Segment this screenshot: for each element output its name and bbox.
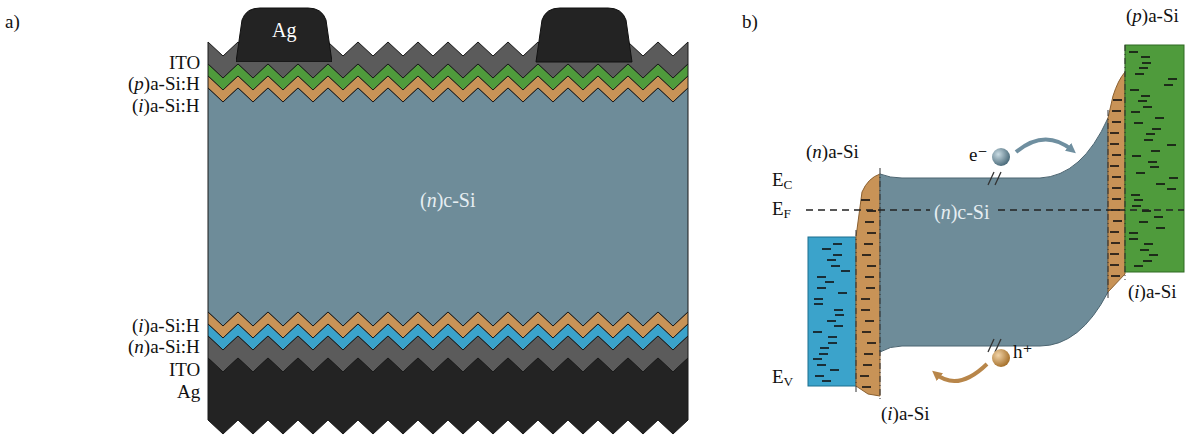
wafer-region: (n)c-Si (926, 199, 998, 226)
ag-contact (536, 8, 632, 62)
layer-label: Ag (177, 381, 200, 403)
layer-label: (p)a-Si (1126, 5, 1179, 27)
carrier-label: h⁺ (1013, 341, 1033, 363)
i-asi-left (856, 174, 880, 396)
node-label: Ag (272, 19, 296, 42)
layer-label: (n)a-Si:H (128, 336, 200, 358)
energy-level: EF (772, 198, 791, 222)
fermi-level (806, 209, 1184, 210)
i-asi-right (1108, 72, 1125, 292)
carrier-label: e⁻ (969, 144, 987, 166)
layer-label: (i)a-Si:H (132, 95, 200, 117)
hole-arrow (936, 364, 987, 381)
layer-label: (p)a-Si:H (128, 73, 200, 95)
energy-level: EC (772, 169, 792, 193)
energy-level: EV (772, 366, 793, 390)
layer-label: (i)a-Si:H (132, 315, 200, 337)
node-label: (n)c-Si (420, 189, 476, 212)
p-asi-block (1125, 45, 1184, 272)
node-label: (n)c-Si (930, 201, 994, 224)
electron-arrow (1016, 139, 1072, 152)
n-asi-block (808, 237, 856, 386)
defect-states (813, 52, 1178, 387)
wafer-layer: (n)c-Si (416, 187, 480, 214)
layer-label: (i)a-Si (881, 403, 930, 425)
layer-label: ITO (169, 52, 200, 74)
layer-label: (n)a-Si (806, 141, 859, 163)
break-marks (988, 172, 1001, 352)
n-csi-region (880, 118, 1108, 352)
panel-letter: a) (5, 11, 20, 33)
electron (992, 148, 1010, 166)
layer-stack (208, 42, 688, 434)
layer-label: (i)a-Si (1128, 281, 1177, 303)
ag-contact: Ag (236, 6, 332, 62)
panel-letter: b) (742, 11, 758, 33)
layer (208, 88, 688, 326)
layer-label: ITO (169, 359, 200, 381)
interface-lines (856, 45, 1125, 400)
hole (992, 349, 1010, 367)
layer (208, 358, 688, 434)
